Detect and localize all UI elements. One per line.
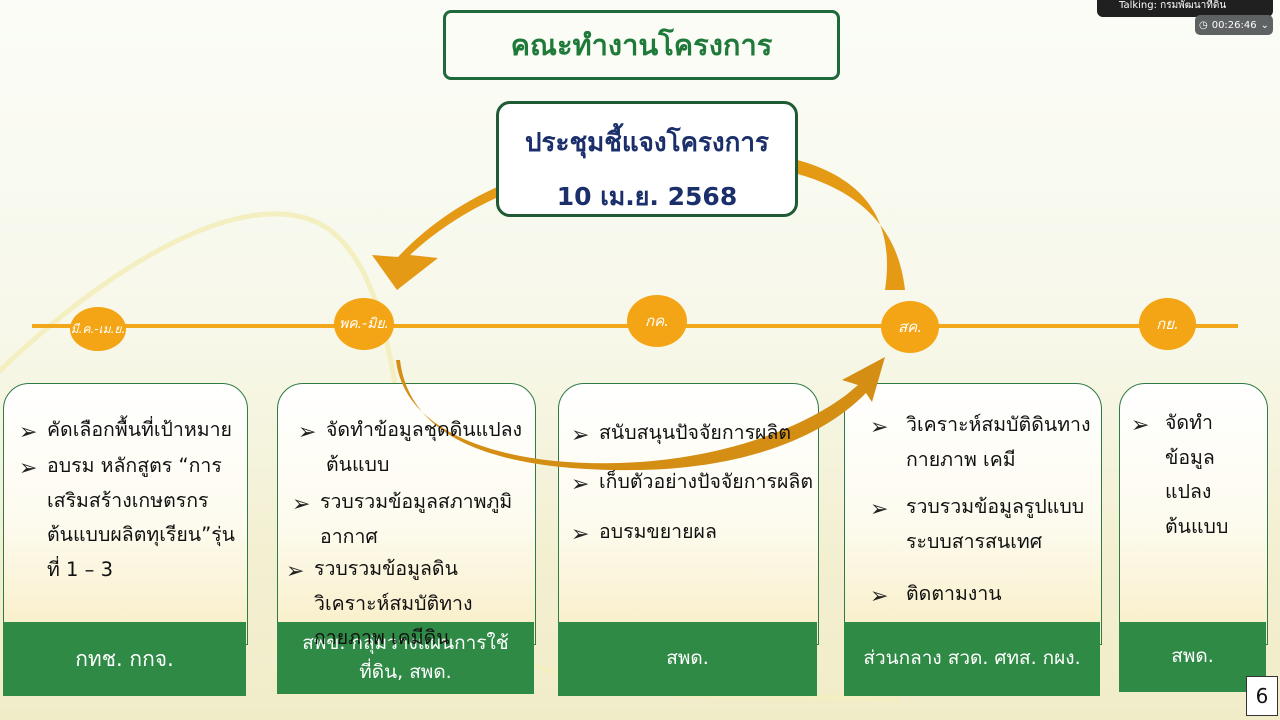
meeting-timer[interactable]: ◷ 00:26:46 ⌄ bbox=[1195, 15, 1273, 35]
task-item: ➢ อบรมขยายผล bbox=[571, 515, 815, 550]
bullet-arrow-icon: ➢ bbox=[19, 420, 38, 445]
responsible-unit-1: กทช. กกจ. bbox=[3, 622, 246, 696]
month-marker-mar-apr: มี.ค.-เม.ย. bbox=[70, 307, 126, 351]
task-item: ➢ เก็บตัวอย่างปัจจัยการผลิต bbox=[571, 465, 815, 500]
talking-indicator: Talking: กรมพัฒนาที่ดิน bbox=[1097, 0, 1273, 17]
task-item: ➢ จัดทำข้อมูลชุดดินแปลงต้นแบบ bbox=[298, 413, 530, 482]
month-marker-sep: กย. bbox=[1139, 298, 1196, 350]
month-marker-aug: สค. bbox=[881, 301, 939, 353]
clock-icon: ◷ bbox=[1198, 19, 1208, 31]
bullet-arrow-icon: ➢ bbox=[19, 456, 38, 481]
timer-value: 00:26:46 bbox=[1211, 19, 1257, 31]
bullet-arrow-icon: ➢ bbox=[286, 559, 305, 584]
responsible-unit-4: ส่วนกลาง สวด. ศทส. กผง. bbox=[844, 622, 1100, 696]
bullet-arrow-icon: ➢ bbox=[571, 423, 590, 448]
bullet-arrow-icon: ➢ bbox=[870, 415, 889, 440]
bullet-arrow-icon: ➢ bbox=[298, 420, 317, 445]
meeting-box: ประชุมชี้แจงโครงการ 10 เม.ย. 2568 bbox=[496, 101, 798, 217]
chevron-down-icon: ⌄ bbox=[1260, 19, 1270, 31]
bullet-arrow-icon: ➢ bbox=[571, 472, 590, 497]
task-item: ➢ รวบรวมข้อมูลสภาพภูมิอากาศ bbox=[292, 485, 530, 554]
task-item: ➢ วิเคราะห์สมบัติดินทางกายภาพ เคมี bbox=[870, 408, 1096, 477]
meeting-title: ประชุมชี้แจงโครงการ bbox=[525, 128, 769, 158]
month-marker-may-jun: พค.-มิย. bbox=[334, 298, 394, 350]
task-item: ➢ จัดทำข้อมูลแปลงต้นแบบ bbox=[1131, 406, 1241, 545]
task-item: ➢ รวบรวมข้อมูลดินวิเคราะห์สมบัติทางกายภา… bbox=[286, 552, 532, 656]
bullet-arrow-icon: ➢ bbox=[870, 584, 889, 609]
bullet-arrow-icon: ➢ bbox=[571, 522, 590, 547]
month-marker-jul: กค. bbox=[627, 295, 687, 347]
meeting-date: 10 เม.ย. 2568 bbox=[556, 182, 738, 211]
task-item: ➢ สนับสนุนปัจจัยการผลิต bbox=[571, 416, 815, 451]
task-card-5 bbox=[1119, 383, 1268, 645]
page-title: คณะทำงานโครงการ bbox=[443, 10, 840, 80]
bullet-arrow-icon: ➢ bbox=[870, 497, 889, 522]
responsible-unit-3: สพด. bbox=[558, 622, 817, 696]
page-number: 6 bbox=[1246, 676, 1278, 716]
bullet-arrow-icon: ➢ bbox=[1131, 413, 1150, 438]
task-item: ➢ คัดเลือกพื้นที่เป้าหมาย bbox=[19, 413, 241, 448]
task-item: ➢ ติดตามงาน bbox=[870, 577, 1096, 612]
bullet-arrow-icon: ➢ bbox=[292, 492, 311, 517]
task-item: ➢ รวบรวมข้อมูลรูปแบบระบบสารสนเทศ bbox=[870, 490, 1096, 559]
responsible-unit-5: สพด. bbox=[1119, 622, 1266, 692]
task-item: ➢ อบรม หลักสูตร “การเสริมสร้างเกษตรกรต้น… bbox=[19, 449, 241, 588]
